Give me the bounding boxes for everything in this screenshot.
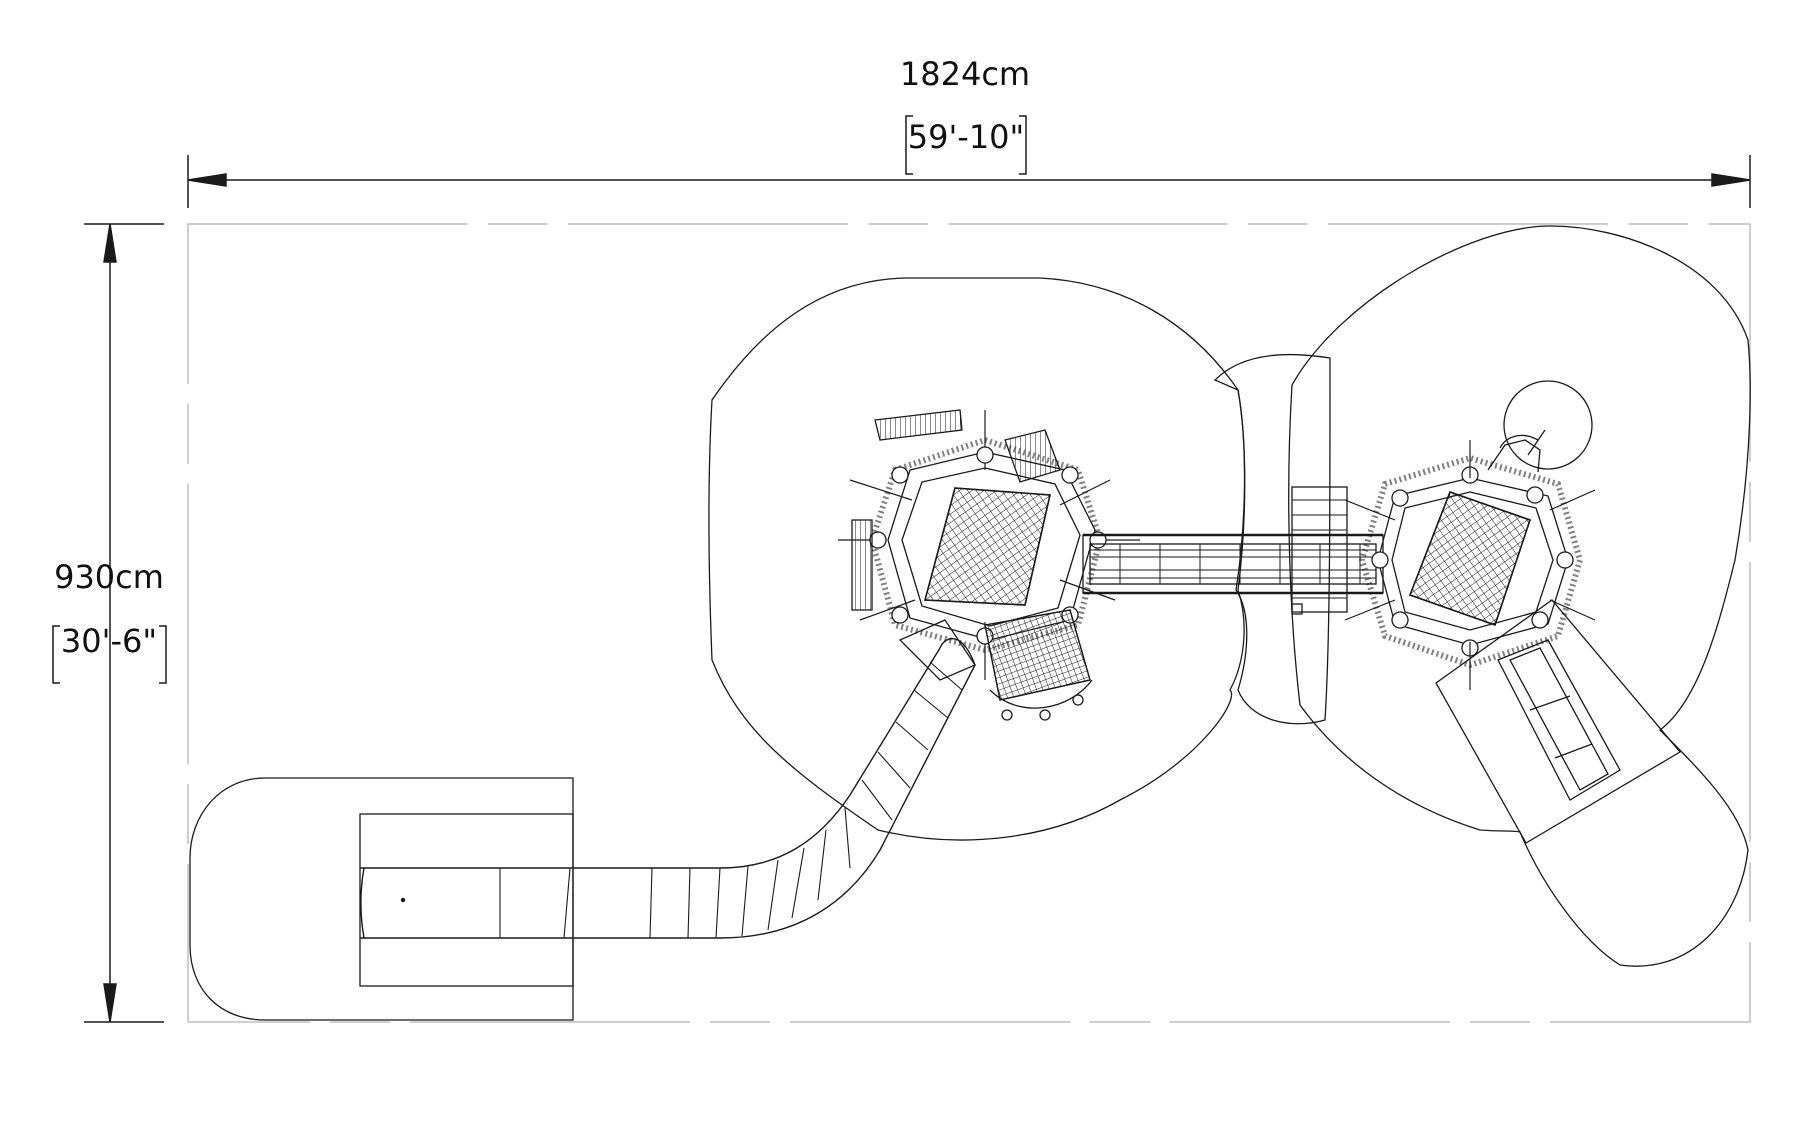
site-boundary (187, 223, 1751, 1023)
depth-metric-label: 930cm (54, 558, 164, 596)
width-metric-label: 1824cm (899, 55, 1031, 93)
tower-right-safety-zone (1288, 225, 1751, 967)
connecting-bridge (1082, 486, 1384, 615)
right-slide-safety-zone (1435, 599, 1681, 844)
slide-exit-safety-zone (189, 777, 574, 1021)
slide-runout-area (359, 813, 574, 987)
left-tower (838, 409, 1140, 721)
width-imperial-bracket (905, 115, 1027, 175)
right-tower (1344, 380, 1621, 801)
depth-dimension-line (84, 223, 164, 1023)
width-imperial-label: 59'-10" (907, 118, 1025, 156)
depth-imperial-label: 30'-6" (60, 622, 158, 660)
bridge-safety-zone (1213, 353, 1331, 725)
depth-imperial-bracket (52, 625, 167, 684)
width-dimension-line (187, 155, 1751, 208)
safety-zones (189, 225, 1751, 1021)
tube-slide (360, 637, 976, 939)
